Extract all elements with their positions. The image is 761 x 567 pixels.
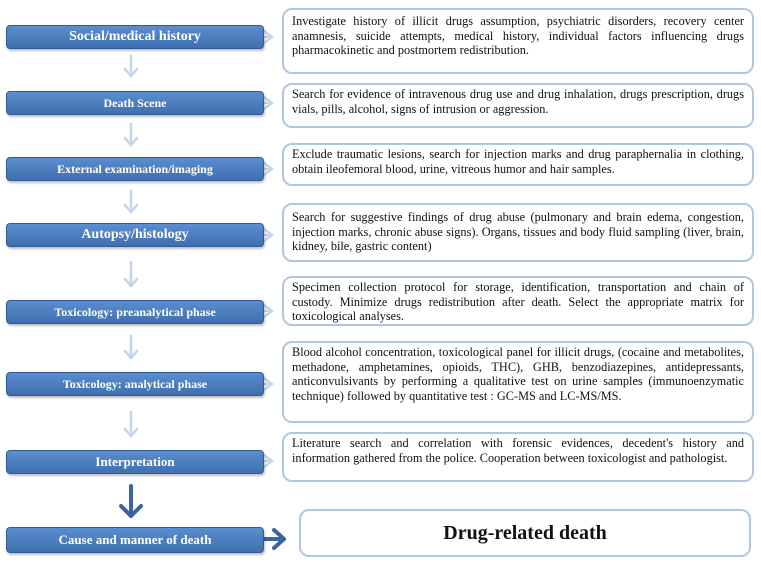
step-toxicology-preanalytical: Toxicology: preanalytical phase [6, 300, 264, 324]
step-external-examination: External examination/imaging [6, 157, 264, 181]
description-interpretation: Literature search and correlation with f… [282, 432, 754, 482]
vertical-arrow [123, 410, 139, 438]
description-toxicology-analytical: Blood alcohol concentration, toxicologic… [282, 341, 754, 423]
vertical-arrow [123, 122, 139, 147]
vertical-arrow [123, 189, 139, 214]
dark-vertical-arrow [119, 484, 143, 518]
step-social-medical-history: Social/medical history [6, 25, 264, 49]
outcome-drug-related-death: Drug-related death [299, 509, 751, 557]
vertical-arrow [123, 260, 139, 288]
vertical-arrow [123, 54, 139, 78]
description-death-scene: Search for evidence of intravenous drug … [282, 83, 754, 128]
step-interpretation: Interpretation [6, 450, 264, 474]
vertical-arrow [123, 334, 139, 360]
step-toxicology-analytical: Toxicology: analytical phase [6, 372, 264, 396]
description-autopsy-histology: Search for suggestive findings of drug a… [282, 203, 754, 262]
step-death-scene: Death Scene [6, 91, 264, 115]
step-cause-and-manner-of-death: Cause and manner of death [6, 527, 264, 553]
description-external-examination: Exclude traumatic lesions, search for in… [282, 143, 754, 186]
description-social-medical-history: Investigate history of illicit drugs ass… [282, 8, 754, 74]
description-toxicology-preanalytical: Specimen collection protocol for storage… [282, 276, 754, 326]
step-autopsy-histology: Autopsy/histology [6, 223, 264, 247]
